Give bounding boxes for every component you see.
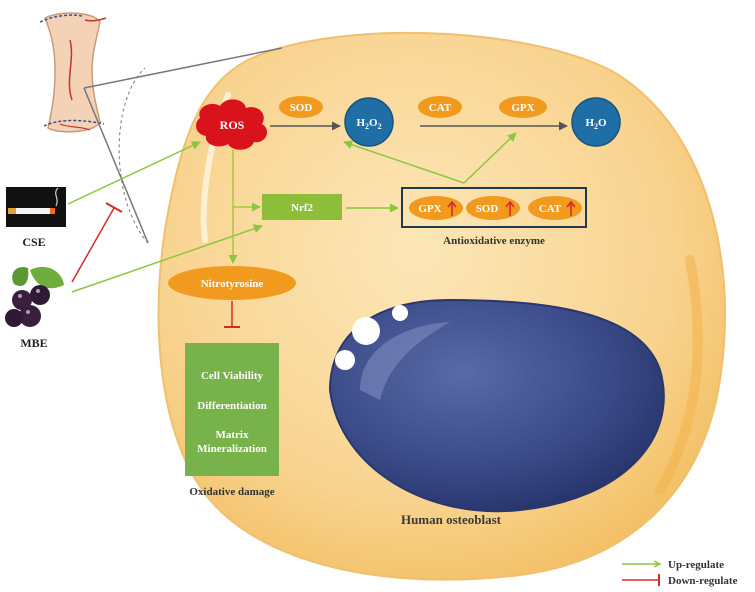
- enzyme-cat-node: [528, 196, 582, 220]
- gpx-node: [499, 96, 547, 118]
- vesicle-small: [392, 305, 408, 321]
- nucleus-shine: [360, 322, 450, 400]
- cat-label: CAT: [429, 102, 452, 114]
- ros-node: ROS: [196, 99, 268, 150]
- zoom-line-bottom: [83, 87, 149, 244]
- bone-illustration: [39, 12, 107, 133]
- gpx-up-arrow-icon: [447, 200, 457, 216]
- antioxidative-label: Antioxidative enzyme: [443, 235, 545, 247]
- sod-label: SOD: [290, 102, 313, 114]
- nrf2-label: Nrf2: [291, 202, 313, 214]
- legend-down-label: Down-regulate: [668, 575, 738, 587]
- gpx-label: GPX: [511, 102, 534, 114]
- cell-rim-shade: [655, 255, 703, 495]
- mbe-label: MBE: [20, 336, 47, 350]
- zoom-line-top: [83, 47, 283, 89]
- nucleus: [328, 298, 665, 513]
- nitrotyrosine-node: [168, 266, 296, 300]
- enzyme-cat-label: CAT: [539, 203, 562, 215]
- cat-node: [418, 96, 462, 118]
- mbe-inhibits-cse-line: [71, 207, 115, 283]
- nrf2-node: [262, 194, 342, 220]
- enzyme-gpx-node: [409, 196, 463, 220]
- legend-up-label: Up-regulate: [668, 559, 724, 571]
- cse-to-ros-arrow: [67, 141, 201, 205]
- enzyme-gpx-label: GPX: [418, 203, 441, 215]
- legend: Up-regulate Down-regulate: [622, 559, 738, 587]
- vesicle-large: [352, 317, 380, 345]
- berries-icon: [5, 266, 64, 327]
- enzymes-to-h2o-arrow: [463, 132, 517, 184]
- cell-name-label: Human osteoblast: [401, 512, 502, 527]
- h2o2-label: H2O2: [356, 117, 381, 131]
- legend-up-arrowhead-icon: [653, 560, 662, 568]
- cse-label: CSE: [22, 235, 45, 249]
- h2o2-node: [344, 97, 394, 147]
- ros-label: ROS: [220, 118, 245, 132]
- oxidative-damage-label: Oxidative damage: [189, 486, 274, 498]
- cigarette-icon: [6, 187, 66, 227]
- outcome-mineralization: Mineralization: [197, 443, 267, 455]
- enzyme-sod-label: SOD: [476, 203, 499, 215]
- zoom-dashed-arc: [118, 67, 149, 244]
- enzymes-to-h2o2-arrow: [343, 140, 465, 184]
- outcome-matrix: Matrix: [216, 429, 249, 441]
- cat-up-arrow-icon: [566, 200, 576, 216]
- sod-up-arrow-icon: [505, 200, 515, 216]
- antioxidative-enzyme-box: [401, 187, 587, 228]
- outcome-cell-viability: Cell Viability: [201, 370, 264, 382]
- h2o-label: H2O: [585, 117, 607, 131]
- vesicle-medium: [335, 350, 355, 370]
- outcomes-box: [185, 343, 279, 476]
- nitrotyrosine-label: Nitrotyrosine: [201, 278, 264, 290]
- mbe-inhibits-cse-bar: [105, 202, 123, 213]
- enzyme-sod-node: [466, 196, 520, 220]
- h2o-node: [571, 97, 621, 147]
- sod-node: [279, 96, 323, 118]
- outcome-differentiation: Differentiation: [197, 400, 266, 412]
- mbe-to-nrf2-arrow: [71, 224, 263, 293]
